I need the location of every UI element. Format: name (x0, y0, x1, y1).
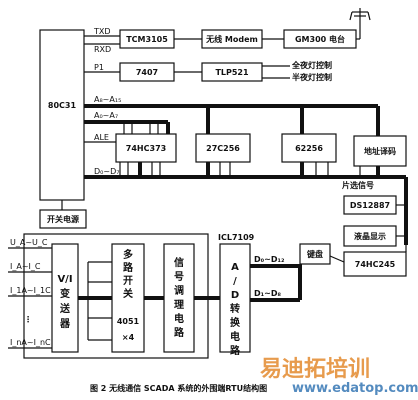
mcu-80c31-box (39, 29, 85, 201)
hc373-label: 74HC373 (126, 144, 166, 153)
eprom-27c256-box (195, 133, 251, 163)
watermark-main: 易迪拓培训 (260, 356, 370, 382)
top-connections (84, 32, 361, 79)
mux-label: 多路开关 (123, 248, 134, 300)
ram-62256-label: 62256 (295, 144, 323, 153)
address-decoder-box (353, 135, 407, 167)
lcd-display-label: 液晶显示 (354, 231, 386, 241)
keyboard-box (299, 243, 331, 265)
mcu-80c31-label: 80C31 (48, 101, 77, 110)
input-u-label: U_A~U_C (10, 238, 48, 247)
chip-select-label: 片选信号 (342, 180, 374, 190)
tlp521-label: TLP521 (215, 68, 249, 77)
rxd-label: RXD (94, 45, 111, 54)
hc245-box (343, 251, 407, 277)
analog-signal-path (78, 261, 302, 341)
address-decoder-label: 地址译码 (364, 146, 396, 156)
d0-d7-label: D₀~D₇ (94, 167, 119, 176)
watermark-sub: www.edatop.com (292, 381, 418, 396)
input-in-label: I_nA~I_nC (10, 338, 51, 347)
wireless-modem-label: 无线 Modem (205, 34, 258, 44)
icl7109-label: ICL7109 (218, 233, 255, 242)
eprom-27c256-label: 27C256 (206, 144, 240, 153)
input-ellipsis: ⋮ (24, 315, 32, 324)
a8-a15-label: A₈~A₁₅ (94, 95, 121, 104)
power-supply-label: 开关电源 (47, 214, 79, 224)
analog-inputs (8, 247, 52, 349)
signal-conditioning-box (163, 243, 195, 353)
mux-count-label: ×4 (122, 333, 135, 342)
p1-label: P1 (94, 63, 104, 72)
signal-conditioning-label: 信号调理电路 (174, 256, 185, 339)
all-night-light-label: 全夜灯控制 (291, 60, 332, 70)
vi-converter-box (51, 243, 79, 353)
gm300-label: GM300 电台 (295, 34, 345, 44)
d1-d8-label: D₁~D₈ (254, 289, 281, 298)
mux-chip-label: 4051 (117, 317, 140, 326)
input-i1-label: I_1A~I_1C (10, 286, 51, 295)
ale-label: ALE (94, 133, 109, 142)
hc245-label: 74HC245 (355, 260, 396, 269)
half-night-light-label: 半夜灯控制 (292, 72, 332, 82)
txd-label: TXD (93, 27, 111, 36)
tcm3105-label: TCM3105 (126, 35, 168, 44)
keyboard-label: 键盘 (306, 249, 323, 259)
ram-62256-box (281, 133, 337, 163)
input-i-label: I_A~I_C (10, 262, 41, 271)
antenna-icon (349, 8, 371, 32)
figure-caption: 图 2 无线通信 SCADA 系统的外围端RTU结构图 (90, 383, 267, 393)
power-supply-box (39, 209, 87, 229)
hc373-box (115, 133, 177, 163)
a0-a7-label: A₀~A₇ (94, 111, 118, 120)
d0-d12-label: D₀~D₁₂ (254, 255, 285, 264)
ds12887-label: DS12887 (350, 201, 390, 210)
ic7407-label: 7407 (136, 68, 158, 77)
system-bus (84, 104, 408, 245)
